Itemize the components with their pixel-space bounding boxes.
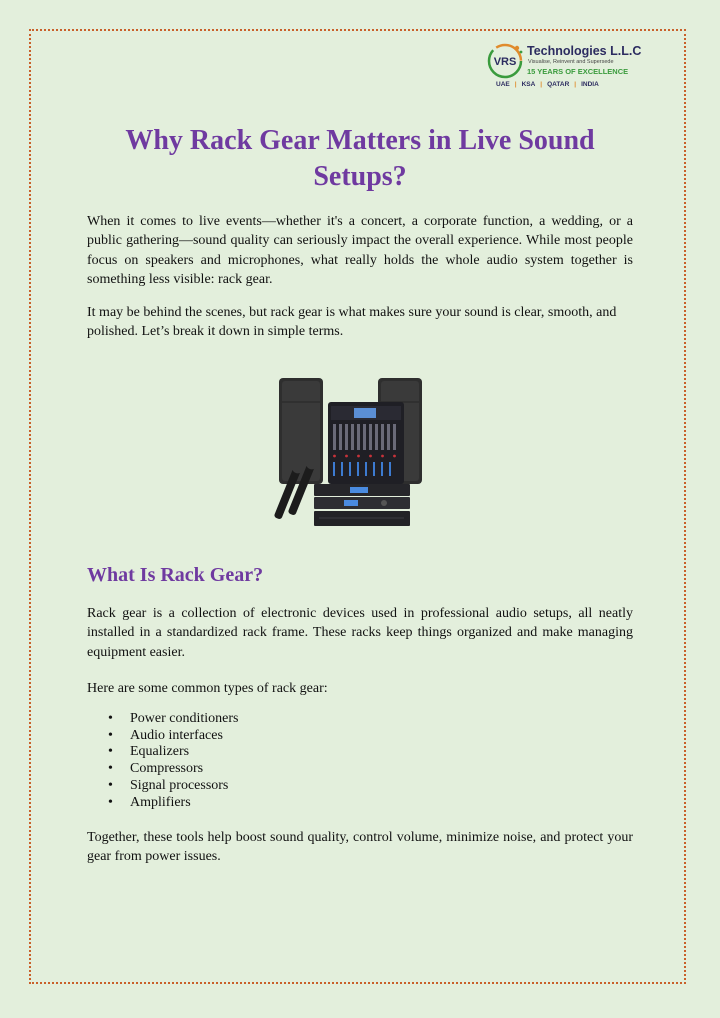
logo-years: 15 YEARS OF EXCELLENCE [527,67,629,76]
list-item: Signal processors [105,778,238,795]
section-body: Rack gear is a collection of electronic … [87,606,633,660]
list-item: Power conditioners [105,711,238,728]
list-item: Amplifiers [105,795,238,812]
region-ksa: KSA [521,81,536,88]
logo-regions: UAE|KSA|QATAR|INDIA [496,81,599,88]
page-title: Why Rack Gear Matters in Live Sound Setu… [125,125,595,192]
section-heading: What Is Rack Gear? [87,564,264,586]
vrs-logo-mark: VRS [487,43,523,79]
logo-tagline: Visualise, Reinvent and Supersede [528,59,614,65]
audio-equipment-image [274,378,422,526]
list-item: Compressors [105,761,238,778]
rack-gear-list: Power conditioners Audio interfaces Equa… [105,711,238,811]
region-qatar: QATAR [547,81,570,88]
intro-paragraph-1: When it comes to live events—whether it'… [87,214,633,288]
list-intro: Here are some common types of rack gear: [87,681,328,696]
company-logo: VRS Technologies L.L.C Visualise, Reinve… [486,42,641,94]
logo-mark-text: VRS [494,56,517,68]
closing-paragraph: Together, these tools help boost sound q… [87,830,633,865]
page-border [29,29,686,984]
logo-company-name: Technologies L.L.C [527,44,642,58]
list-item: Audio interfaces [105,728,238,745]
region-uae: UAE [496,81,510,88]
intro-paragraph-2: It may be behind the scenes, but rack ge… [87,305,617,340]
list-item: Equalizers [105,744,238,761]
region-india: INDIA [581,81,599,88]
